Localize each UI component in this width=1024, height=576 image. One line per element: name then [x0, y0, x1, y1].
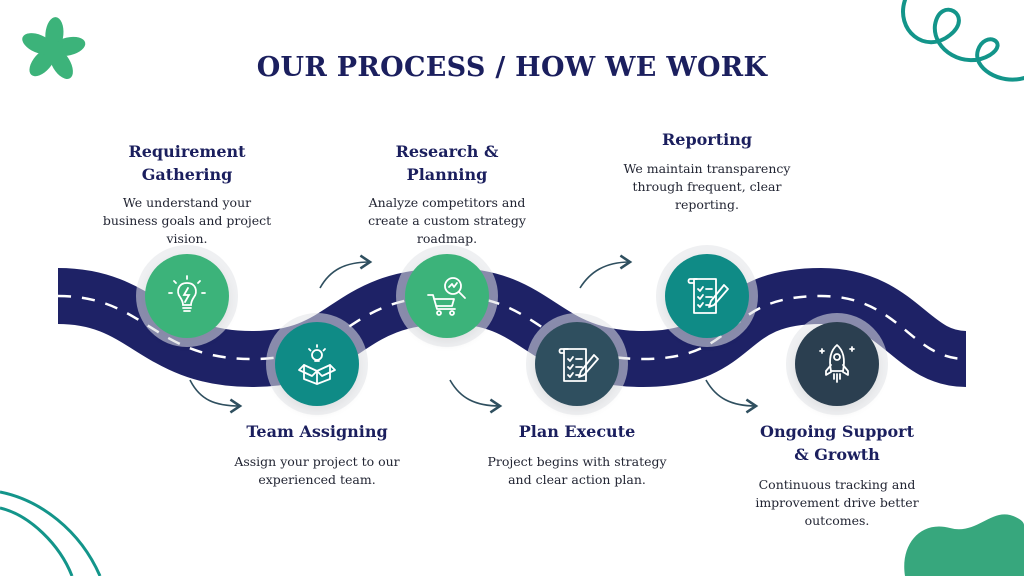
step-2-icon-circle [275, 322, 359, 406]
rocket-icon [819, 344, 855, 383]
arrow-4 [579, 254, 633, 289]
step-1-title-line-1: Requirement [128, 142, 246, 161]
step-6-icon-circle [795, 322, 879, 406]
step-5-title-line-1: Reporting [661, 130, 753, 149]
step-3-desc-line-3: roadmap. [416, 231, 478, 246]
checklist-pencil-icon [558, 348, 599, 382]
step-4-title: Plan Execute [497, 420, 657, 443]
arrow-2 [319, 254, 373, 289]
step-2-title-line-1: Team Assigning [246, 422, 388, 441]
step-3-desc-line-2: create a custom strategy [368, 213, 526, 228]
box-idea-icon [298, 344, 336, 385]
cart-search-icon [427, 277, 466, 316]
step-5-desc-line-3: reporting. [675, 197, 739, 212]
step-3-title: Research & Planning [367, 140, 527, 186]
step-2-description: Assign your project to our experienced t… [217, 453, 417, 489]
bottom-left-arc-2 [0, 506, 74, 576]
step-1-description: We understand your business goals and pr… [87, 194, 287, 248]
step-1-title: Requirement Gathering [107, 140, 267, 186]
lightbulb-icon [168, 275, 206, 312]
bottom-right-blob [904, 514, 1024, 576]
top-right-swirl [901, 0, 1024, 82]
step-3-description: Analyze competitors and create a custom … [347, 194, 547, 248]
step-4-desc-line-1: Project begins with strategy [487, 454, 667, 469]
step-2-title: Team Assigning [237, 420, 397, 443]
step-2-desc-line-2: experienced team. [258, 472, 376, 487]
arrow-5 [705, 379, 759, 414]
step-1-desc-line-3: vision. [166, 231, 208, 246]
step-5-description: We maintain transparency through frequen… [607, 160, 807, 214]
report-checklist-icon [687, 278, 729, 314]
step-5-icon-circle [665, 254, 749, 338]
step-1-desc-line-2: business goals and project [102, 213, 272, 228]
asterisk-shape [22, 17, 86, 80]
step-4-description: Project begins with strategy and clear a… [477, 453, 677, 489]
step-1-title-line-2: Gathering [141, 165, 233, 184]
road-center-dashes [57, 294, 967, 361]
step-6-title-line-1: Ongoing Support [760, 422, 914, 441]
bottom-left-arc-1 [0, 490, 102, 576]
step-6-title-line-2: & Growth [794, 445, 880, 464]
step-6-desc-line-3: outcomes. [804, 513, 870, 528]
step-6-title: Ongoing Support & Growth [757, 420, 917, 466]
step-1-desc-line-1: We understand your [122, 195, 252, 210]
page-title: OUR PROCESS / HOW WE WORK [256, 52, 768, 83]
arrow-1 [189, 379, 243, 414]
step-5-desc-line-1: We maintain transparency [623, 161, 791, 176]
step-4-desc-line-2: and clear action plan. [508, 472, 646, 487]
step-6-desc-line-1: Continuous tracking and [758, 477, 916, 492]
step-5-desc-line-2: through frequent, clear [632, 179, 782, 194]
step-3-title-line-2: Planning [406, 165, 488, 184]
step-6-description: Continuous tracking and improvement driv… [737, 476, 937, 530]
step-2-desc-line-1: Assign your project to our [234, 454, 400, 469]
step-3-desc-line-1: Analyze competitors and [368, 195, 526, 210]
step-5-title: Reporting [627, 128, 787, 151]
step-6-desc-line-2: improvement drive better [755, 495, 919, 510]
step-3-icon-circle [405, 254, 489, 338]
arrow-3 [449, 379, 503, 414]
step-1-icon-circle [145, 254, 229, 338]
step-4-title-line-1: Plan Execute [518, 422, 636, 441]
step-3-title-line-1: Research & [395, 142, 499, 161]
step-4-icon-circle [535, 322, 619, 406]
